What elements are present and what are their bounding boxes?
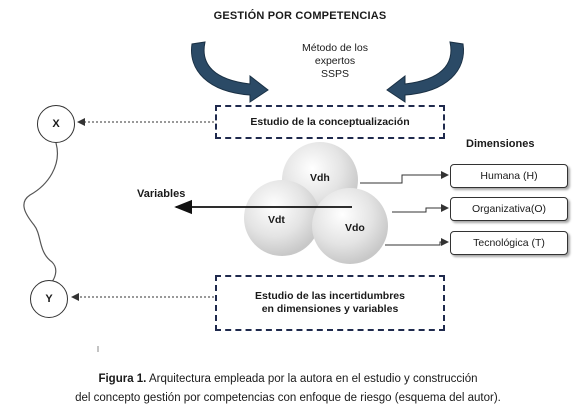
venn-circle-vdt (244, 180, 320, 256)
figure-caption: Figura 1. Arquitectura empleada por la a… (0, 370, 576, 408)
venn-label-vdt: Vdt (268, 214, 285, 226)
dimension-humana: Humana (H) (450, 164, 568, 188)
curved-arrow-right (386, 41, 464, 103)
method-line-3: SSPS (320, 68, 349, 80)
caption-label: Figura 1. (98, 373, 147, 385)
connector-humana (360, 171, 449, 184)
conceptualization-label: Estudio de la conceptualización (250, 115, 410, 128)
dimension-organizativa: Organizativa(O) (450, 197, 568, 221)
caption-text-1: Arquitectura empleada por la autora en e… (146, 373, 478, 385)
uncertainties-line-1: Estudio de las incertidumbres (255, 290, 405, 302)
caption-line-2: del concepto gestión por competencias co… (75, 392, 501, 404)
squiggle-line (23, 142, 58, 283)
connector-tecnologica (385, 238, 449, 246)
venn-label-vdh: Vdh (310, 172, 330, 184)
venn-label-vdo: Vdo (345, 222, 365, 234)
circle-x: X (37, 105, 75, 143)
uncertainties-line-2: en dimensiones y variables (261, 303, 399, 315)
uncertainties-box: Estudio de las incertidumbres en dimensi… (215, 275, 445, 331)
method-text: Método de los expertos SSPS (275, 42, 395, 81)
caption-line-1: Figura 1. Arquitectura empleada por la a… (0, 370, 576, 389)
dimensions-title: Dimensiones (466, 138, 535, 150)
method-line-1: Método de los (302, 42, 368, 54)
curved-arrow-left (191, 41, 269, 103)
diagram-graphics (23, 41, 464, 352)
conceptualization-box: Estudio de la conceptualización (215, 105, 445, 139)
method-line-2: expertos (314, 55, 356, 67)
variables-label: Variables (137, 188, 186, 200)
connector-organizativa (392, 204, 449, 213)
dimension-tecnologica: Tecnológica (T) (450, 231, 568, 255)
diagram-title: GESTIÓN POR COMPETENCIAS (213, 10, 387, 22)
circle-y: Y (30, 280, 68, 318)
